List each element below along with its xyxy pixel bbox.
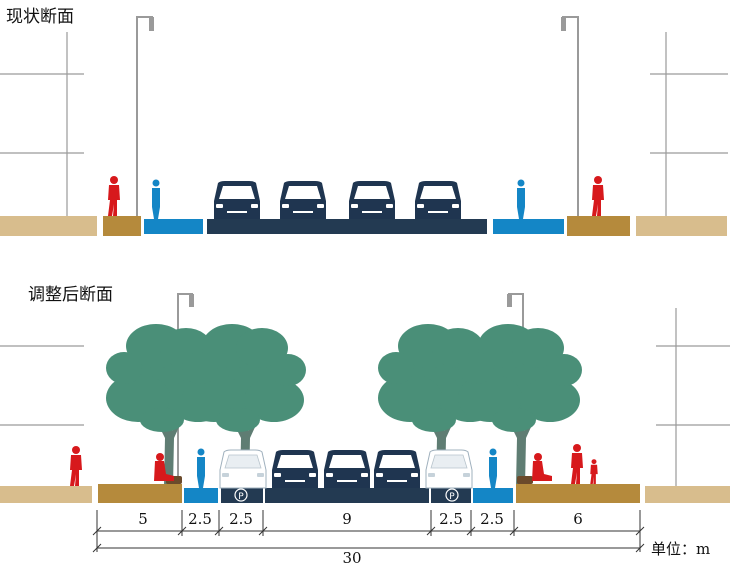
bike-lane-left-adjusted xyxy=(184,488,218,503)
bench-icon xyxy=(517,476,533,484)
sitting-person-figure xyxy=(532,453,552,481)
planting-strip-right-adjusted xyxy=(516,484,640,503)
bike-lane-right-current xyxy=(493,219,564,234)
dimension-label: 5 xyxy=(138,510,148,528)
svg-text:P: P xyxy=(238,492,244,502)
sidewalk-right-current xyxy=(636,216,727,236)
bike-lane-left-current xyxy=(144,219,203,234)
building-outline-right xyxy=(650,32,728,216)
dimension-label: 2.5 xyxy=(188,510,212,528)
cyclist-figure xyxy=(517,179,525,219)
planting-strip-right-current xyxy=(567,216,630,236)
sidewalk-right-adjusted xyxy=(645,486,730,503)
pedestrian-figure xyxy=(108,176,120,216)
child-figure xyxy=(590,459,598,484)
parked-car-icon xyxy=(425,449,473,489)
street-light-right xyxy=(561,16,579,216)
cyclist-figure xyxy=(489,448,497,488)
svg-text:P: P xyxy=(449,492,455,502)
dimension-label: 2.5 xyxy=(480,510,504,528)
dimension-label: 2.5 xyxy=(229,510,253,528)
parking-icon: P xyxy=(445,488,459,502)
cyclist-figure xyxy=(197,448,205,488)
dimension-label: 9 xyxy=(342,510,352,528)
roadway-current xyxy=(207,219,487,234)
bike-lane-right-adjusted xyxy=(473,488,513,503)
building-outline-left xyxy=(0,32,84,216)
parked-car-icon xyxy=(219,449,267,489)
planting-strip-left-adjusted xyxy=(98,484,182,503)
parking-lane-left xyxy=(221,488,263,503)
street-light-left xyxy=(136,16,154,216)
car-icon xyxy=(374,450,420,488)
car-icon xyxy=(280,181,326,219)
cyclist-figure xyxy=(152,179,160,219)
car-icon xyxy=(272,450,318,488)
pedestrian-figure xyxy=(571,444,583,484)
car-icon xyxy=(415,181,461,219)
car-icon xyxy=(214,181,260,219)
roadway-adjusted xyxy=(265,488,429,503)
car-icon xyxy=(349,181,395,219)
dimension-label: 2.5 xyxy=(439,510,463,528)
unit-label: 单位：m xyxy=(651,540,710,558)
pedestrian-figure xyxy=(592,176,604,216)
total-dimension-label: 30 xyxy=(342,549,361,567)
building-outline-left xyxy=(0,345,84,426)
adjusted-section-title: 调整后断面 xyxy=(28,285,113,305)
pedestrian-figure xyxy=(70,446,82,486)
parking-lane-right xyxy=(431,488,471,503)
building-outline-right xyxy=(656,308,730,486)
sidewalk-left-current xyxy=(0,216,97,236)
sidewalk-left-adjusted xyxy=(0,486,92,503)
parking-icon: P xyxy=(234,488,248,502)
dimension-lines xyxy=(92,510,645,553)
planting-strip-left-current xyxy=(103,216,141,236)
car-icon xyxy=(324,450,370,488)
current-section-title: 现状断面 xyxy=(6,7,74,27)
dimension-label: 6 xyxy=(573,510,583,528)
